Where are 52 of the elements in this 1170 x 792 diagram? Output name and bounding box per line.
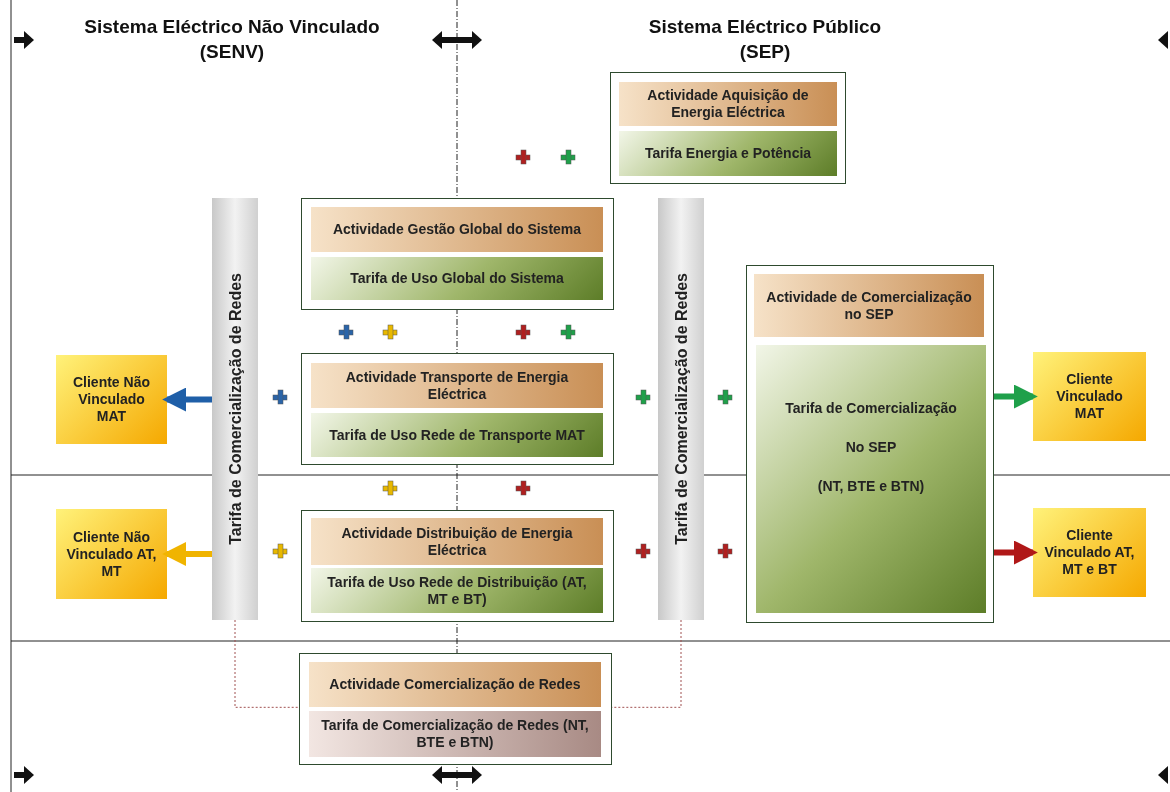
band-label: Tarifa de Comercialização [784, 400, 958, 417]
framed-box [299, 653, 612, 765]
tariff-band [756, 345, 986, 613]
tariff-band [311, 257, 603, 300]
client-box [56, 509, 167, 599]
client-label: Cliente Vinculado AT, MT e BT [1043, 527, 1136, 578]
tariff-band [311, 568, 603, 613]
band-label: Actividade de Comercialização no SEP [765, 288, 973, 323]
block-arrow [994, 384, 1038, 409]
client-box [56, 355, 167, 444]
framed-box [301, 353, 614, 465]
client-label: Cliente Não Vinculado MAT [72, 374, 151, 425]
tariff-band [311, 413, 603, 457]
band-label: Tarifa de Uso Rede de Distribuição (AT, MT e BT) [326, 573, 588, 608]
tariff-band [619, 131, 837, 176]
activity-band [311, 207, 603, 252]
band-label: Actividade Aquisição de Energia Eléctrica [646, 87, 810, 121]
band-label: Tarifa de Uso Global do Sistema [349, 270, 565, 287]
connector-line [234, 619, 300, 708]
vertical-bar [658, 198, 704, 620]
block-arrow [994, 540, 1038, 565]
tariff-band [309, 711, 601, 757]
band-label: Tarifa Energia e Potência [643, 145, 813, 162]
band-label: Actividade Comercialização de Redes [328, 676, 582, 693]
activity-band [619, 82, 837, 126]
section-heading: Sistema Eléctrico Público (SEP) [647, 15, 883, 64]
band-label: Tarifa de Uso Rede de Transporte MAT [328, 426, 586, 444]
activity-band [754, 274, 984, 337]
activity-band [311, 363, 603, 408]
band-label: Actividade Distribuição de Energia Eléctrica [340, 524, 574, 559]
framed-box [746, 265, 994, 623]
activity-band [309, 662, 601, 707]
block-arrow [162, 387, 212, 412]
client-label: Cliente Vinculado MAT [1055, 371, 1124, 422]
vertical-bar [212, 198, 258, 620]
band-label: Tarifa de Comercialização de Redes (NT, BTE e BTN) [320, 717, 590, 751]
band-label: (NT, BTE e BTN) [816, 478, 926, 495]
client-label: Cliente Não Vinculado AT, MT [65, 528, 158, 580]
bar-label: Tarifa de Comercialização de Redes [226, 273, 244, 545]
client-box [1033, 352, 1146, 441]
band-label: Actividade Gestão Global do Sistema [331, 221, 583, 238]
framed-box [610, 72, 846, 184]
connector-line [611, 619, 682, 708]
framed-box [301, 510, 614, 622]
band-label: Actividade Transporte de Energia Eléctrica [344, 368, 570, 403]
bar-label: Tarifa de Comercialização de Redes [672, 273, 690, 545]
client-box [1033, 508, 1146, 597]
section-heading: Sistema Eléctrico Não Vinculado (SENV) [83, 15, 381, 64]
activity-band [311, 518, 603, 565]
block-arrow [162, 542, 212, 566]
framed-box [301, 198, 614, 310]
band-label: No SEP [844, 439, 898, 456]
